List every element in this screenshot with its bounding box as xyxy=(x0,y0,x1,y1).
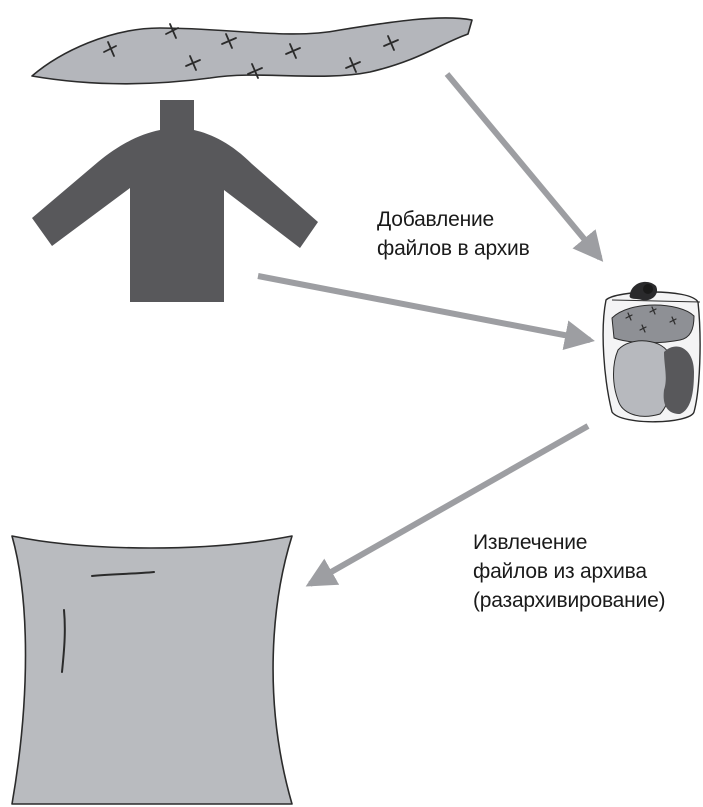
extract-label-line-1: Извлечение xyxy=(473,528,665,557)
archive-bag-icon xyxy=(603,282,700,422)
extract-label-line-2: файлов из архива xyxy=(473,557,665,586)
extract-label-line-3: (разархивирование) xyxy=(473,586,665,615)
add-label-line-1: Добавление xyxy=(377,205,530,234)
add-to-archive-label: Добавление файлов в архив xyxy=(377,205,530,263)
scarf-icon xyxy=(32,18,472,84)
extract-from-archive-label: Извлечение файлов из архива (разархивиро… xyxy=(473,528,665,615)
sweater-icon xyxy=(32,100,318,302)
sheet-icon xyxy=(12,536,292,804)
arrow-sweater-to-archive xyxy=(258,276,590,340)
add-label-line-2: файлов в архив xyxy=(377,234,530,263)
